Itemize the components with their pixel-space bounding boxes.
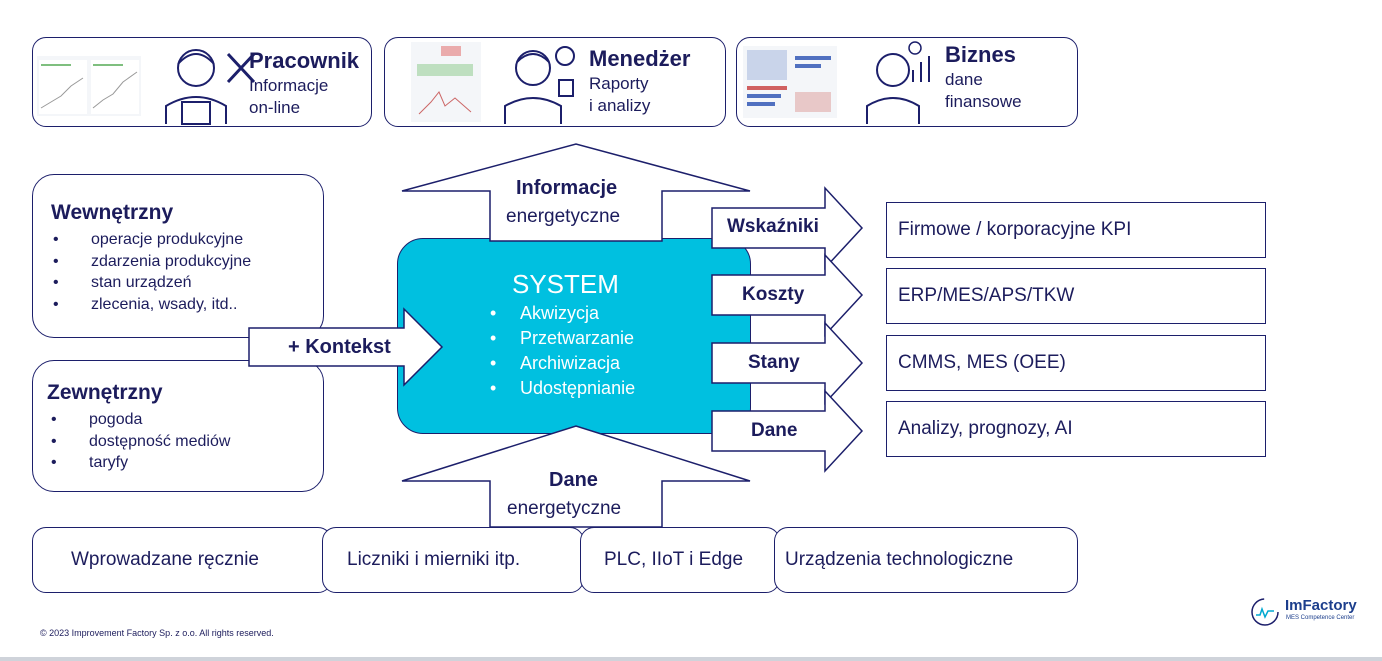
system-list: Akwizycja Przetwarzanie Archiwizacja Udo… [488,301,635,401]
list-item: Archiwizacja [488,351,635,376]
context-arrow-shape [248,307,444,387]
output-label: Stany [748,352,800,373]
output-label: Dane [751,420,798,441]
role-line: i analizy [589,96,651,115]
finance-thumbnail [743,46,837,118]
source-box: Urządzenia technologiczne [774,527,1078,593]
target-box: CMMS, MES (OEE) [886,335,1266,391]
output-arrow-shape [711,321,864,405]
internal-list: operacje produkcyjne zdarzenia produkcyj… [53,229,251,315]
info-arrow-label: Informacje [516,177,618,199]
logo-name: ImFactory [1285,597,1357,614]
role-card-biznes: Biznes dane finansowe [736,37,1078,127]
dashboard-thumbnail [37,56,141,116]
worker-icon [165,49,256,125]
source-label: Urządzenia technologiczne [785,549,1014,570]
list-item: zdarzenia produkcyjne [53,251,251,273]
target-box: Analizy, prognozy, AI [886,401,1266,457]
target-label: CMMS, MES (OEE) [898,352,1066,373]
list-item: zlecenia, wsady, itd.. [53,294,251,316]
role-title: Menedżer [589,46,691,71]
info-arrow-label: energetyczne [506,206,621,227]
external-context-box: Zewnętrzny pogoda dostępność mediów tary… [32,360,324,492]
target-box: ERP/MES/APS/TKW [886,268,1266,324]
list-item: pogoda [51,409,230,431]
info-arrow-shape [401,143,751,242]
system-box: SYSTEM Akwizycja Przetwarzanie Archiwiza… [397,238,751,434]
list-item: Przetwarzanie [488,326,635,351]
finance-thumbnail-icon [747,50,831,112]
role-title: Pracownik [249,48,360,73]
output-arrow-shape [711,389,864,473]
report-thumbnail-icon [417,46,473,115]
role-card-pracownik: Pracownik Informacje on-line [32,37,372,127]
list-item: dostępność mediów [51,431,230,453]
target-box: Firmowe / korporacyjne KPI [886,202,1266,258]
output-label: Wskaźniki [727,216,819,237]
list-item: stan urządzeń [53,272,251,294]
copyright-text: © 2023 Improvement Factory Sp. z o.o. Al… [40,628,274,638]
output-label: Koszty [742,284,805,305]
role-line: finansowe [945,92,1022,111]
external-title: Zewnętrzny [47,381,163,404]
business-icon [866,41,930,124]
output-arrow-shape [711,253,864,337]
source-box: PLC, IIoT i Edge [580,527,780,593]
imfactory-logo-icon [1251,598,1279,626]
target-label: Analizy, prognozy, AI [898,418,1073,439]
manager-icon [504,46,575,124]
role-card-menedzer: Menedżer Raporty i analizy [384,37,726,127]
source-box: Liczniki i mierniki itp. [322,527,584,593]
role-line: Informacje [249,76,329,95]
report-thumbnail [411,42,481,122]
internal-context-box: Wewnętrzny operacje produkcyjne zdarzeni… [32,174,324,338]
data-arrow-shape [401,425,751,528]
data-arrow-label: Dane [549,469,598,491]
external-list: pogoda dostępność mediów taryfy [51,409,230,474]
list-item: Akwizycja [488,301,635,326]
footer-divider [0,657,1382,661]
logo-subtitle: MES Competence Center [1286,615,1355,621]
role-title: Biznes [945,42,1016,67]
list-item: taryfy [51,452,230,474]
target-label: Firmowe / korporacyjne KPI [898,219,1132,240]
target-label: ERP/MES/APS/TKW [898,285,1075,306]
chart-thumbnail-icon [39,60,139,114]
role-line: on-line [249,98,301,117]
source-label: PLC, IIoT i Edge [604,549,744,570]
list-item: Udostępnianie [488,376,635,401]
data-arrow-label: energetyczne [507,498,622,519]
source-box: Wprowadzane ręcznie [32,527,332,593]
source-label: Liczniki i mierniki itp. [347,549,521,570]
system-title: SYSTEM [512,269,619,299]
internal-title: Wewnętrzny [51,201,174,224]
output-arrow-shape [711,186,864,270]
source-label: Wprowadzane ręcznie [71,549,259,570]
role-line: Raporty [589,74,649,93]
role-line: dane [945,70,983,89]
list-item: operacje produkcyjne [53,229,251,251]
context-arrow-label: + Kontekst [288,336,391,358]
